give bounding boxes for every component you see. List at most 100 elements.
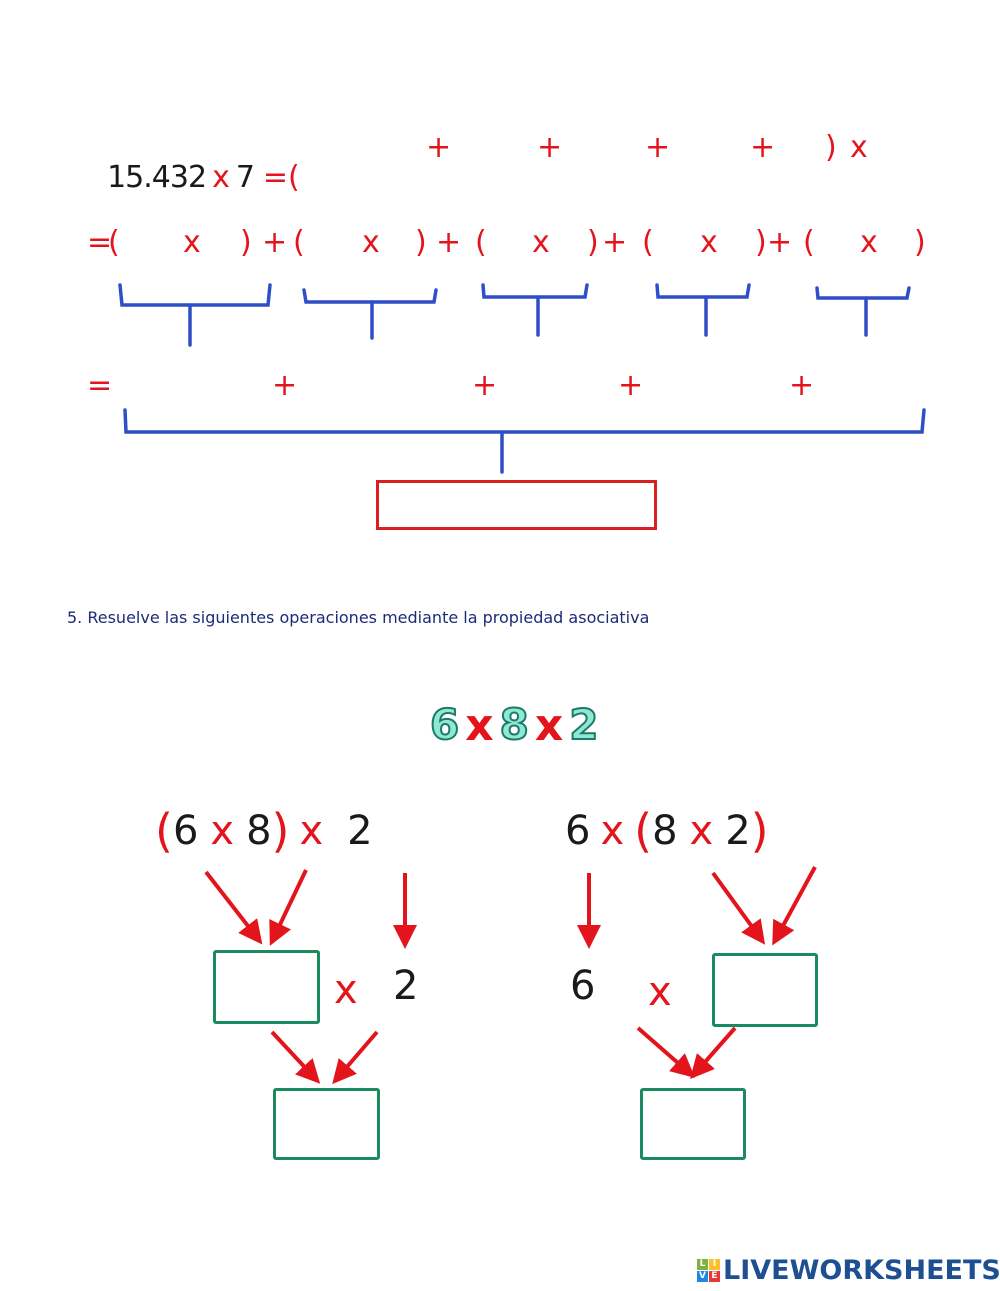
open-paren: (	[108, 225, 120, 260]
digit-6: 6	[172, 808, 199, 854]
decomposition-input-1[interactable]	[320, 128, 424, 170]
digit-8: 8	[246, 808, 272, 854]
plus-sign: +	[262, 225, 288, 260]
logo-tile-i: I	[709, 1259, 720, 1270]
plus-sign: +	[618, 368, 644, 403]
left-expression: ( 6 x 8 ) x 2	[155, 808, 373, 854]
digit-8: 8	[652, 808, 678, 854]
left-arrows	[204, 869, 417, 1085]
product-3-right-input[interactable]	[553, 225, 589, 265]
small-braces	[118, 283, 911, 347]
title-digit-b: 8	[499, 700, 530, 749]
open-paren: (	[293, 225, 305, 260]
times-sign: x	[183, 225, 201, 260]
right-result-input[interactable]	[645, 1093, 745, 1157]
equals-sign: =	[87, 368, 113, 403]
partial-product-3-input[interactable]	[500, 365, 614, 403]
partial-product-2-input[interactable]	[300, 365, 469, 403]
product-2-right-input[interactable]	[384, 225, 418, 265]
close-paren: )	[750, 804, 769, 858]
open-paren: (	[634, 804, 653, 858]
plus-sign: +	[602, 225, 628, 260]
plus-sign: +	[537, 130, 563, 165]
open-paren: (	[155, 804, 173, 858]
product-3-left-input[interactable]	[490, 225, 534, 265]
times-sign: x	[210, 808, 235, 854]
logo-tile-e: E	[709, 1271, 720, 1282]
times-sign: x	[860, 225, 878, 260]
decomposition-input-3[interactable]	[560, 128, 649, 170]
partial-product-4-input[interactable]	[646, 365, 790, 403]
close-paren: )	[240, 225, 252, 260]
open-paren: (	[803, 225, 815, 260]
close-paren: )	[755, 225, 767, 260]
plus-sign: +	[426, 130, 452, 165]
times-sign: x	[212, 160, 230, 195]
partial-product-1-input[interactable]	[130, 365, 264, 403]
left-partial-input[interactable]	[218, 955, 319, 1021]
multiplicand: 15.432	[107, 160, 207, 195]
left-result-input[interactable]	[278, 1093, 379, 1157]
right-partial-input[interactable]	[717, 958, 817, 1024]
times-sign: x	[299, 808, 324, 854]
close-paren: )	[914, 225, 926, 260]
large-brace	[123, 408, 926, 474]
times-sign: x	[648, 969, 672, 1015]
title-digit-c: 2	[568, 700, 599, 749]
factor-input[interactable]	[878, 128, 942, 170]
times-sign: x	[850, 130, 868, 165]
times-sign: x	[600, 808, 625, 854]
close-paren: )	[271, 804, 290, 858]
plus-sign: +	[789, 368, 815, 403]
digit-2: 2	[393, 963, 419, 1009]
title-digit-a: 6	[429, 700, 460, 749]
plus-sign: +	[767, 225, 793, 260]
times-sign: x	[689, 808, 714, 854]
equals-open-paren: =(	[262, 160, 300, 195]
plus-sign: +	[472, 368, 498, 403]
partial-product-5-input[interactable]	[817, 365, 931, 403]
title-times-1: x	[465, 700, 494, 751]
product-4-left-input[interactable]	[656, 225, 700, 265]
digit-6: 6	[570, 963, 596, 1009]
close-paren: )	[415, 225, 427, 260]
digit-6: 6	[565, 808, 591, 854]
equals-sign: =	[87, 225, 113, 260]
logo-tile-l: L	[697, 1259, 708, 1270]
logo-tiles: L I V E	[697, 1259, 720, 1282]
digit-2: 2	[347, 808, 373, 854]
product-1-right-input[interactable]	[205, 225, 243, 265]
product-5-left-input[interactable]	[818, 225, 862, 265]
multiplier: 7	[235, 160, 255, 195]
right-expression: 6 x ( 8 x 2 )	[565, 808, 769, 854]
expression-title: 6 x 8 x 2	[429, 700, 600, 751]
close-paren: )	[587, 225, 599, 260]
close-paren: )	[825, 130, 837, 165]
plus-sign: +	[750, 130, 776, 165]
times-sign: x	[362, 225, 380, 260]
logo-text: LIVEWORKSHEETS	[723, 1255, 1000, 1286]
times-sign: x	[334, 967, 358, 1013]
right-arrows	[577, 866, 817, 1080]
product-4-right-input[interactable]	[722, 225, 758, 265]
open-paren: (	[642, 225, 654, 260]
decomposition-input-2[interactable]	[450, 128, 539, 170]
decomposition-input-5[interactable]	[772, 128, 826, 170]
product-1-left-input[interactable]	[122, 225, 184, 265]
digit-2: 2	[725, 808, 751, 854]
exercise-5-instruction: 5. Resuelve las siguientes operaciones m…	[67, 608, 650, 627]
plus-sign: +	[436, 225, 462, 260]
open-paren: (	[475, 225, 487, 260]
times-sign: x	[532, 225, 550, 260]
product-5-right-input[interactable]	[882, 225, 918, 265]
title-times-2: x	[534, 700, 564, 751]
total-result-input[interactable]	[380, 484, 657, 528]
product-2-left-input[interactable]	[307, 225, 363, 265]
plus-sign: +	[645, 130, 671, 165]
decomposition-input-4[interactable]	[668, 128, 754, 170]
logo-tile-v: V	[697, 1271, 708, 1282]
times-sign: x	[700, 225, 718, 260]
plus-sign: +	[272, 368, 298, 403]
